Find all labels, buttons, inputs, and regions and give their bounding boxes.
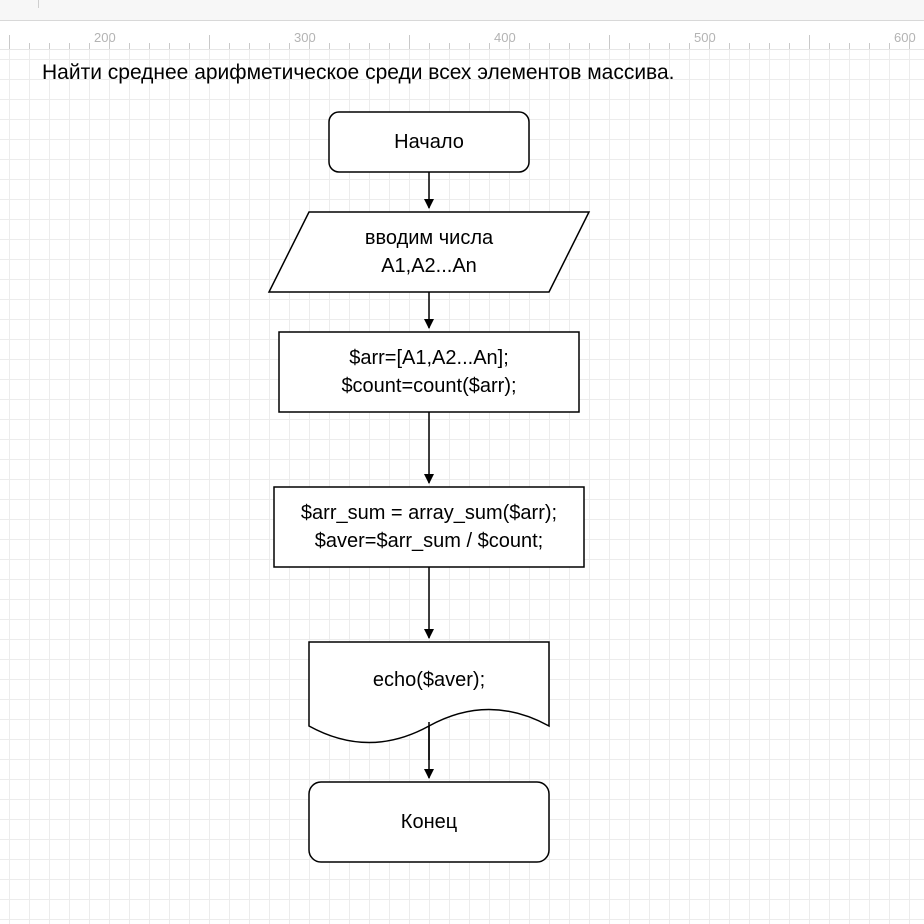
ruler-tick [469,43,470,49]
ruler-tick [29,43,30,49]
ruler-tick [329,43,330,49]
ruler-tick [889,43,890,49]
ruler-tick [849,43,850,49]
ruler-tick [429,43,430,49]
ruler-label-300: 300 [294,30,316,45]
end-terminator[interactable] [308,781,550,863]
ruler-tick [209,35,210,49]
diagram-canvas[interactable] [0,50,924,924]
ruler-tick [769,43,770,49]
ruler-tick [829,43,830,49]
ruler-tick [589,43,590,49]
ruler-tick [689,43,690,49]
ruler-tick [729,43,730,49]
ruler-tick [529,43,530,49]
toolbar-divider [38,0,39,8]
ruler-label-200: 200 [94,30,116,45]
input-parallelogram[interactable] [267,211,591,293]
ruler-tick [869,43,870,49]
init-label-wrap: $arr=[A1,A2...An]; $count=count($arr); [279,332,579,412]
ruler-tick [409,35,410,49]
ruler-label-500: 500 [694,30,716,45]
ruler-label-600: 600 [894,30,916,45]
ruler-tick [89,43,90,49]
ruler-tick [229,43,230,49]
ruler-tick [309,35,310,49]
ruler-tick [169,43,170,49]
ruler-tick [149,43,150,49]
ruler-tick [789,43,790,49]
ruler-tick [49,43,50,49]
ruler-tick [569,43,570,49]
init-process-box[interactable] [278,331,580,413]
compute-label-wrap: $arr_sum = array_sum($arr); $aver=$arr_s… [274,487,584,567]
input-label-wrap: вводим числа A1,A2...An [269,212,589,292]
ruler-tick [249,43,250,49]
toolbar-strip [0,0,924,21]
ruler-tick [489,43,490,49]
ruler-tick [749,43,750,49]
compute-label-line1: $arr_sum = array_sum($arr); [300,502,558,524]
start-label: Начало [394,131,464,153]
ruler-tick [289,43,290,49]
ruler-tick [629,43,630,49]
end-label: Конец [400,811,458,833]
ruler-tick [669,43,670,49]
start-label-wrap: Начало [329,112,529,172]
horizontal-ruler: 200 300 400 500 600 [0,21,924,50]
ruler-tick [549,43,550,49]
ruler-tick [69,43,70,49]
input-label-line1: вводим числа [364,227,494,249]
ruler-tick [349,43,350,49]
init-label-line1: $arr=[A1,A2...An]; [349,347,509,369]
ruler-tick [709,35,710,49]
compute-label-line2: $aver=$arr_sum / $count; [314,530,544,552]
ruler-tick [269,43,270,49]
ruler-tick [9,35,10,49]
compute-process-box[interactable] [273,486,585,568]
ruler-tick [609,35,610,49]
init-label-line2: $count=count($arr); [341,375,517,397]
ruler-tick [129,43,130,49]
start-terminator[interactable] [328,111,530,173]
ruler-tick [449,43,450,49]
end-label-wrap: Конец [309,782,549,862]
ruler-tick [109,35,110,49]
ruler-tick [389,43,390,49]
ruler-tick [509,35,510,49]
input-label-line2: A1,A2...An [381,255,477,277]
ruler-label-400: 400 [494,30,516,45]
ruler-tick [369,43,370,49]
ruler-tick [649,43,650,49]
output-label: echo($aver); [372,669,486,691]
ruler-tick [189,43,190,49]
output-label-wrap: echo($aver); [309,652,549,708]
ruler-tick [909,35,910,49]
task-title[interactable]: Найти среднее арифметическое среди всех … [42,61,675,84]
ruler-tick [809,35,810,49]
